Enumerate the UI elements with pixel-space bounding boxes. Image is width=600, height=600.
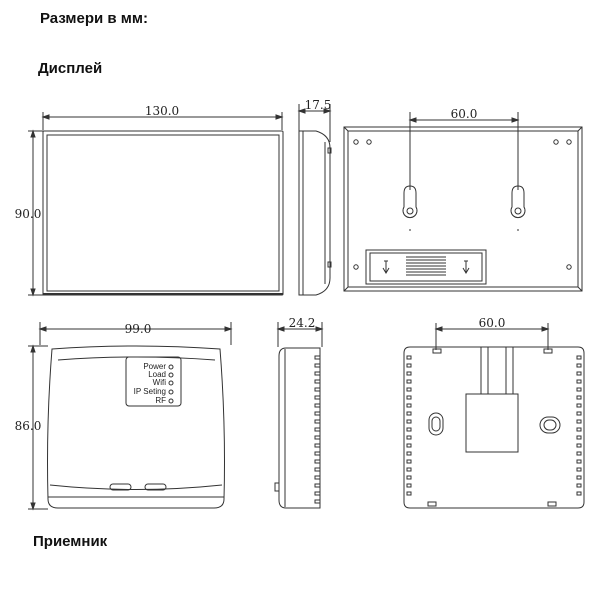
side-vent-slot (314, 451, 321, 456)
display-heading: Дисплей (38, 60, 103, 77)
receiver-front-view: 99.0 86.0 Power Load Wifi IP Seting RF (15, 322, 233, 511)
receiver-height-label: 86.0 (15, 419, 42, 433)
back-vent-slot (576, 475, 582, 480)
side-vent-slot (314, 467, 321, 472)
indicator-leds (168, 364, 174, 404)
back-vent-slot (576, 395, 582, 400)
back-vent-slot (406, 355, 412, 360)
back-vent-slot (406, 371, 412, 376)
back-vent-slot (406, 491, 412, 496)
right-mounting-hole (539, 416, 561, 434)
back-vent-slot (406, 395, 412, 400)
led-load (168, 372, 174, 378)
receiver-heading: Приемник (33, 533, 108, 550)
load-label: Load (148, 370, 166, 379)
back-vent-slot (576, 355, 582, 360)
led-ip-setting (168, 389, 174, 395)
side-vent-slot (314, 355, 321, 360)
side-vent-slot (314, 371, 321, 376)
side-vent-slot (314, 379, 321, 384)
back-vent-slot (406, 483, 412, 488)
back-vent-slot (406, 467, 412, 472)
side-vent-slot (314, 363, 321, 368)
receiver-side-view: 24.2 (274, 316, 324, 509)
back-vent-slot (406, 411, 412, 416)
display-hole-spacing-label: 60.0 (451, 107, 478, 121)
side-vent-slot (314, 427, 321, 432)
back-vent-slot (576, 427, 582, 432)
back-vent-slot (406, 419, 412, 424)
receiver-indicator-labels: Power Load Wifi IP Seting RF (134, 362, 167, 405)
receiver-width-label: 99.0 (125, 322, 152, 336)
side-vent-slot (314, 411, 321, 416)
side-vent-slot (314, 475, 321, 480)
right-button-slot (144, 483, 167, 491)
back-vent-slot (576, 363, 582, 368)
left-button-slot (109, 483, 132, 491)
back-vent-slot (576, 483, 582, 488)
dimensions-heading: Размери в мм: (40, 10, 148, 27)
back-vent-slot (406, 443, 412, 448)
side-vent-slot (314, 443, 321, 448)
back-vent-slot (406, 435, 412, 440)
back-left-vent-slots (406, 355, 412, 496)
side-vent-slot (314, 499, 321, 504)
display-height-label: 90.0 (15, 207, 42, 221)
back-vent-slot (406, 403, 412, 408)
back-vent-slot (576, 411, 582, 416)
back-vent-slot (576, 451, 582, 456)
led-power (168, 364, 174, 370)
display-back-view: 60.0 (343, 107, 583, 292)
back-vent-slot (576, 419, 582, 424)
display-depth-label: 17.5 (305, 98, 332, 112)
back-vent-slot (576, 467, 582, 472)
side-vent-slot (314, 459, 321, 464)
receiver-hole-spacing-label: 60.0 (479, 316, 506, 330)
ip-setting-label: IP Seting (134, 387, 166, 396)
back-vent-slot (576, 387, 582, 392)
side-vent-slot (314, 435, 321, 440)
back-vent-slot (576, 403, 582, 408)
back-vent-slot (576, 379, 582, 384)
back-vent-slot (576, 435, 582, 440)
wifi-label: Wifi (153, 378, 167, 387)
side-vent-slot (314, 483, 321, 488)
led-wifi (168, 380, 174, 386)
back-vent-slot (406, 459, 412, 464)
side-vent-slots (314, 355, 321, 504)
rf-label: RF (155, 396, 166, 405)
side-vent-slot (314, 491, 321, 496)
back-vent-slot (576, 491, 582, 496)
back-vent-slot (576, 371, 582, 376)
display-side-view: 17.5 (297, 98, 332, 296)
back-right-vent-slots (576, 355, 582, 496)
back-vent-slot (406, 475, 412, 480)
back-vent-slot (576, 459, 582, 464)
back-vent-slot (576, 443, 582, 448)
back-vent-slot (406, 363, 412, 368)
back-vent-slot (406, 379, 412, 384)
side-vent-slot (314, 395, 321, 400)
side-vent-slot (314, 387, 321, 392)
display-width-label: 130.0 (145, 104, 179, 118)
back-vent-slot (406, 387, 412, 392)
power-label: Power (143, 362, 166, 371)
led-rf (168, 398, 174, 404)
side-vent-slot (314, 419, 321, 424)
display-front-view: 130.0 90.0 (15, 104, 284, 297)
side-vent-slot (314, 403, 321, 408)
left-mounting-hole (428, 412, 444, 436)
receiver-back-view: 60.0 (403, 316, 585, 509)
back-vent-slot (406, 451, 412, 456)
back-vent-slot (406, 427, 412, 432)
receiver-depth-label: 24.2 (289, 316, 316, 330)
